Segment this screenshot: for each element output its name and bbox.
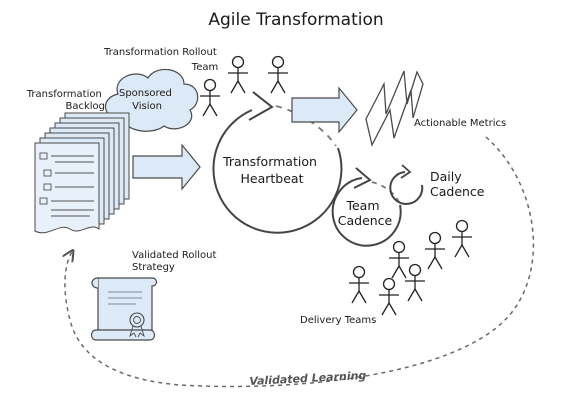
actionable-metrics-zigzag-icon <box>365 70 424 147</box>
team-cadence-label: Team Cadence <box>338 198 393 228</box>
rollout-strategy-scroll-icon <box>90 277 158 341</box>
actionable-metrics-label: Actionable Metrics <box>414 118 506 129</box>
rollout-team-label: Transformation Rollout Team <box>103 47 220 73</box>
stick-figure <box>268 55 288 94</box>
stick-figure <box>405 263 425 302</box>
rollout-team-figures <box>200 55 288 117</box>
daily-cadence-arrowhead <box>400 164 412 179</box>
seal-icon <box>129 312 145 338</box>
heartbeat-to-metrics-arrow <box>291 86 358 134</box>
stick-figure <box>425 231 445 270</box>
validated-learning-loop <box>65 136 535 388</box>
rollout-strategy-label: Validated Rollout Strategy <box>132 250 220 273</box>
delivery-team-figures <box>349 219 472 316</box>
stick-figure <box>389 240 409 279</box>
stick-figure <box>228 55 248 94</box>
stick-figure <box>452 219 472 258</box>
team-cadence-cycle <box>331 177 402 247</box>
heartbeat-label: Transformation Heartbeat <box>222 154 321 186</box>
stick-figure <box>379 277 399 316</box>
heartbeat-arrowhead <box>248 91 274 121</box>
validated-learning-label: Validated Learning <box>249 369 367 388</box>
sponsored-vision-label: Sponsored Vision <box>119 88 175 112</box>
diagram-title: Agile Transformation <box>208 10 383 30</box>
stick-figure <box>349 265 369 304</box>
team-cadence-arrowhead <box>353 167 372 189</box>
backlog-document-stack-icon <box>34 112 130 234</box>
heartbeat-cycle <box>212 109 343 234</box>
daily-cadence-cycle <box>389 171 424 205</box>
daily-cadence-label: Daily Cadence <box>430 169 485 199</box>
delivery-teams-label: Delivery Teams <box>300 315 376 326</box>
backlog-to-heartbeat-arrow <box>132 143 201 191</box>
stick-figure <box>200 78 220 117</box>
backlog-label: Transformation Backlog <box>26 89 105 112</box>
